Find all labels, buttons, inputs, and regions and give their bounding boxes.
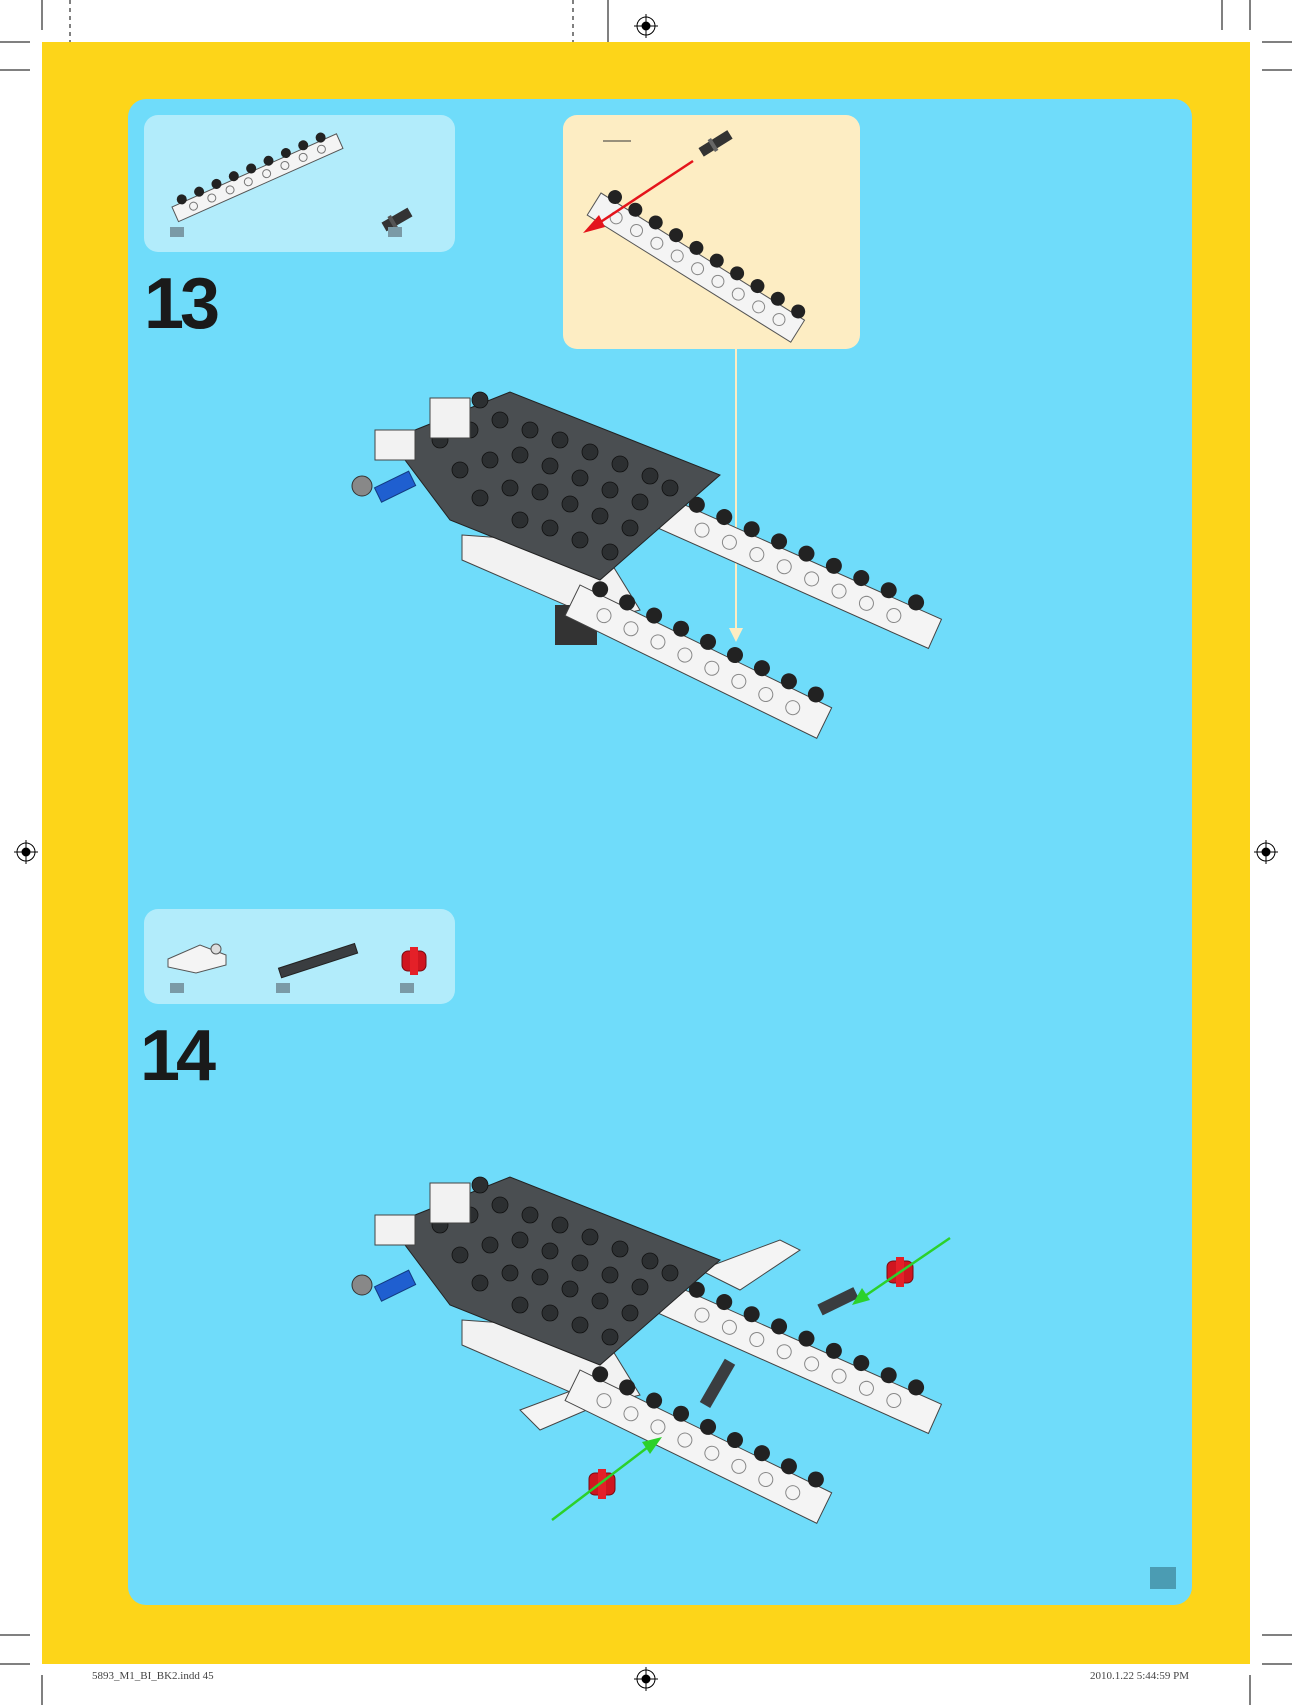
footer-timestamp: 2010.1.22 5:44:59 PM — [1090, 1670, 1189, 1682]
footer-file-name: 5893_M1_BI_BK2.indd 45 — [92, 1670, 214, 1682]
